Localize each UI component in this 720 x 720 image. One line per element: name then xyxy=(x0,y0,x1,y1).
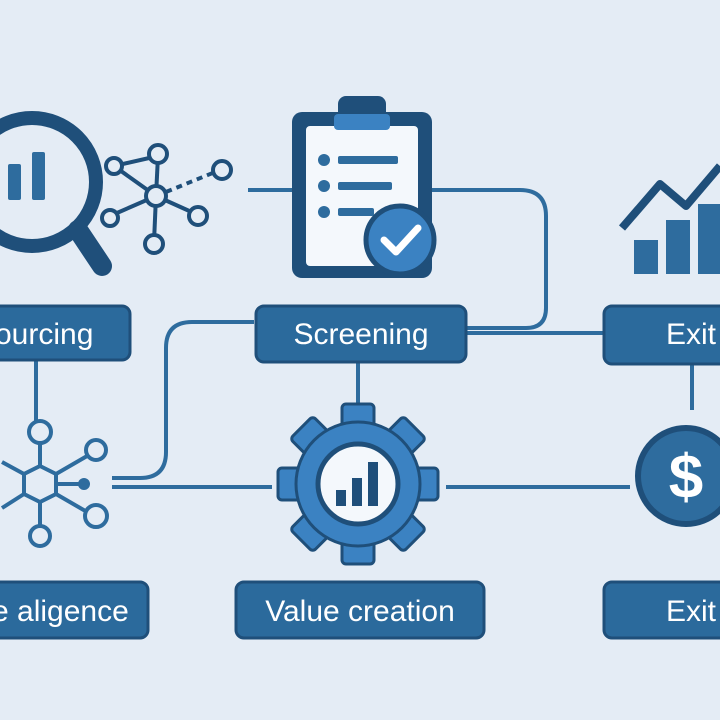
node-due-diligence-label: e aligence xyxy=(0,595,129,628)
node-due-diligence[interactable]: e aligence xyxy=(0,580,150,640)
node-screening-label: Screening xyxy=(293,318,428,351)
gear-chart-icon xyxy=(276,402,440,566)
connector-screening-exit xyxy=(248,188,548,330)
svg-text:$: $ xyxy=(669,443,703,512)
node-exit-top[interactable]: Exit xyxy=(602,304,720,366)
node-value-creation-label: Value creation xyxy=(265,595,455,628)
node-value-creation[interactable]: Value creation xyxy=(234,580,486,640)
connectors xyxy=(34,188,694,489)
connector-diligence-screening xyxy=(112,320,254,480)
node-exit-bottom-label: Exit xyxy=(666,595,717,628)
node-exit-bottom[interactable]: Exit xyxy=(602,580,720,640)
node-screening[interactable]: Screening xyxy=(254,304,468,364)
dollar-coin-icon: $ xyxy=(635,425,720,527)
magnifier-chart-icon xyxy=(0,111,112,276)
node-sourcing-label: ourcing xyxy=(0,318,93,351)
network-nodes-icon xyxy=(100,143,233,255)
growth-chart-icon xyxy=(618,163,720,274)
network-hub-icon xyxy=(0,419,109,548)
clipboard-check-icon xyxy=(292,96,437,278)
node-exit-top-label: Exit xyxy=(666,318,717,351)
node-sourcing[interactable]: ourcing xyxy=(0,304,132,362)
